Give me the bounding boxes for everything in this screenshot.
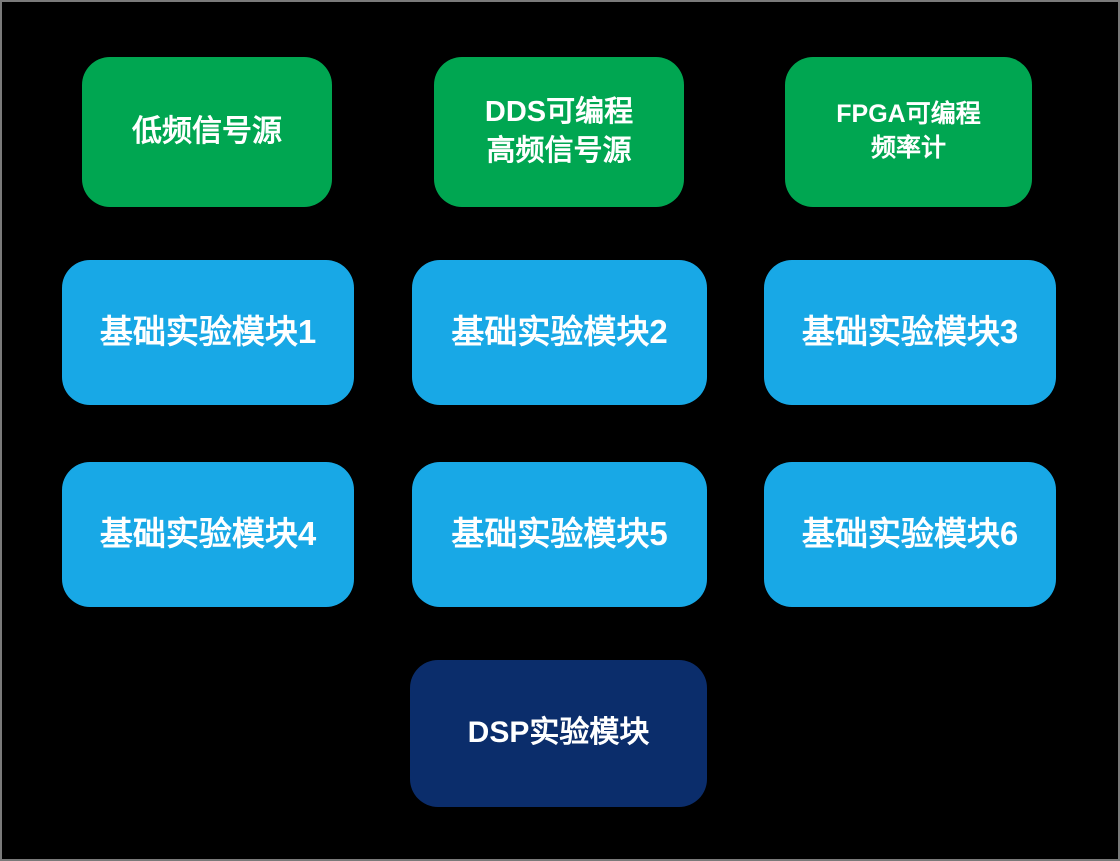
block-fpga-programmable-frequency-counter: FPGA可编程 频率计 (785, 57, 1032, 207)
block-basic-module-4: 基础实验模块4 (62, 462, 354, 607)
block-basic-module-2: 基础实验模块2 (412, 260, 707, 405)
block-basic-module-1: 基础实验模块1 (62, 260, 354, 405)
block-dds-programmable-hf-signal-source: DDS可编程 高频信号源 (434, 57, 684, 207)
block-basic-module-3: 基础实验模块3 (764, 260, 1056, 405)
block-dsp-module: DSP实验模块 (410, 660, 707, 807)
block-basic-module-6: 基础实验模块6 (764, 462, 1056, 607)
block-basic-module-5: 基础实验模块5 (412, 462, 707, 607)
block-low-freq-signal-source: 低频信号源 (82, 57, 332, 207)
